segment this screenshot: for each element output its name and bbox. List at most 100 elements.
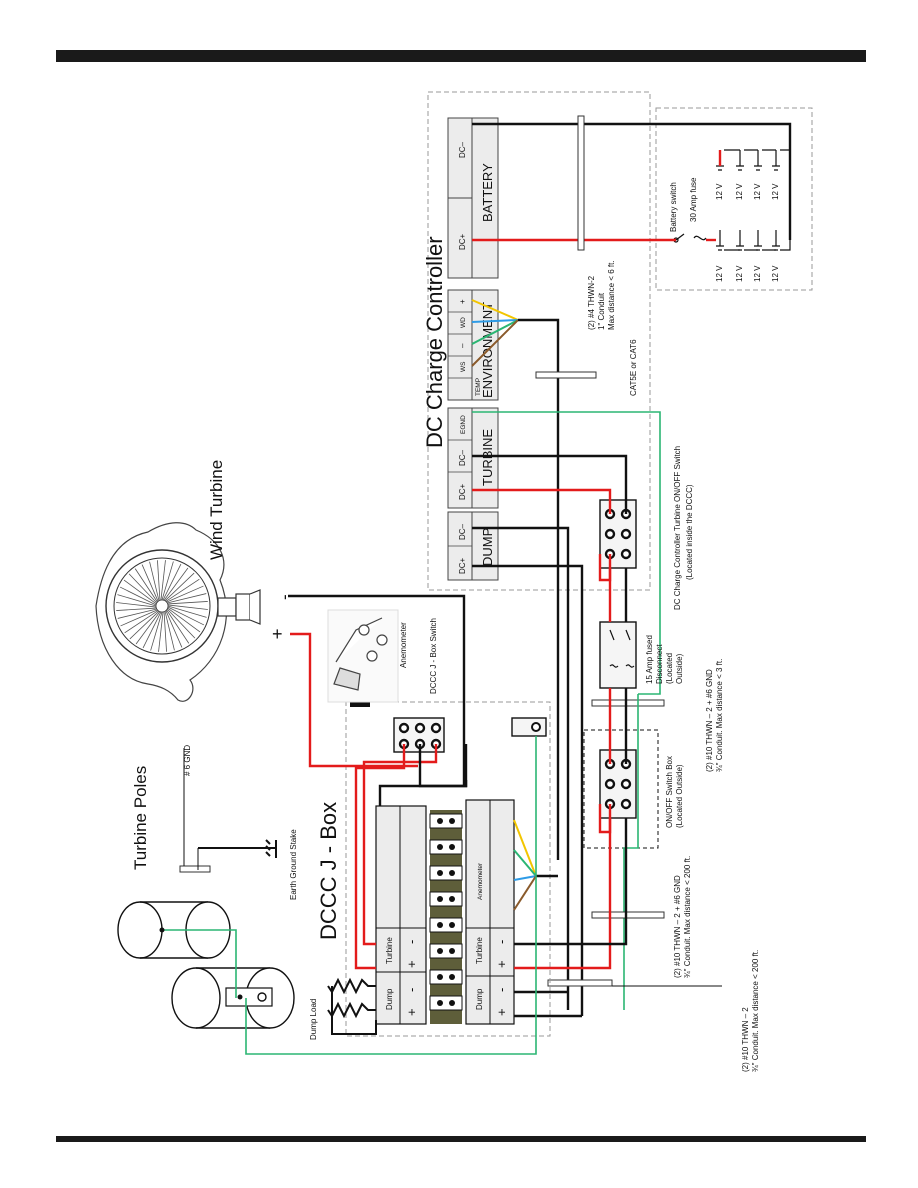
dump-dc-minus: DC– [458,523,467,540]
turbine-blade [163,611,167,652]
jbox-terminal-strip [429,810,463,1024]
turbine-blade [149,561,160,601]
pole-ground-lug [225,987,273,1007]
pole-green-wire [162,929,537,1055]
fused-disconnect-switches [609,629,635,668]
turbine-blade [165,578,200,602]
turbine-neg-feed [288,594,466,786]
turbine-blade [142,611,162,649]
wire-b-line1: (2) #10 THWN – 2 + #6 GND [673,875,682,978]
env-term-wd: WD [460,317,467,328]
turbine-blade [166,609,190,644]
battery-label: BATTERY [480,163,495,222]
earth-ground-stake-label: Earth Ground Stake [289,829,298,900]
turbine-pole-lower [171,967,295,1029]
jbox-left-minus-2: - [404,988,419,992]
battery-switch-symbol [673,233,707,243]
wind-turbine-title: Wind Turbine [207,460,226,560]
header-bar [56,50,866,62]
fused-disconnect-line2: Disconnect [655,644,664,684]
cat5e-conduit [535,371,597,379]
turbine-blade [150,611,163,651]
jbox-left-dump: Dump [385,988,394,1010]
jbox-right-plus-2: + [494,1008,509,1016]
dump-load-resistor [327,977,377,1035]
turbine-pos-feed [290,632,418,768]
anemometer-panel [327,609,399,703]
turbine-poles-title: Turbine Poles [131,766,150,870]
jbox-red-wire [354,744,406,970]
cell-12v-4: 12 V [771,183,780,200]
turbine-blade [116,602,157,608]
onoff-switch-box-line1: ON/OFF Switch Box [665,756,674,828]
cat5e-label: CAT5E or CAT6 [629,339,638,396]
battery-neg-wire [472,122,792,240]
jbox-enclosure [345,701,551,1037]
jbox-right-anemometer: Anemometer [477,862,484,900]
env-term-temp: TEMP [475,378,482,396]
turbine-blade [134,568,158,603]
env-term-plus: + [458,299,467,304]
turbine-blade [157,560,161,601]
environment-sensor-wires [471,299,519,367]
thwn4-line2: 1" Conduit [597,292,606,330]
battery-conduit [577,115,585,251]
anemometer-graphic [333,617,388,691]
turbine-blade [166,585,204,603]
turbine-blade [117,594,157,607]
turbine-terminal-block [447,407,499,509]
turbine-blade [167,604,208,610]
jbox-switch-label: DCCC J - Box Switch [429,618,438,694]
gnd6-label: # 6 GND [183,745,192,776]
turbine-blade [167,607,201,633]
dccc-turbine-switch-line2: (Located inside the DCCC) [685,484,694,580]
long-conduit-b [591,911,665,919]
turbine-blade [124,610,159,634]
onoff-switch-box-enclosure [583,729,659,849]
turbine-label: TURBINE [480,429,495,486]
wire-a-line1: (2) #10 THWN – 2 [741,1007,750,1072]
amp-fuse-label: 30 Amp fuse [689,177,698,222]
cell-12v-3: 12 V [753,183,762,200]
turbine-pole-upper [117,901,231,959]
turbine-blade [120,609,158,627]
jbox-left-minus-1: - [404,940,419,944]
fused-disconnect-line4: Outside) [675,653,684,684]
turbine-dc-minus-wire [472,454,628,514]
turbine-blades [116,560,208,652]
controller-title: DC Charge Controller [422,236,447,448]
turbine-blade [167,601,208,605]
jbox-left-terminal [375,805,427,1025]
short-conduit [591,699,665,707]
environment-terminal-block [447,289,499,401]
fused-disconnect[interactable] [599,621,637,689]
turbine-blade [164,611,175,651]
cell-12v-1: 12 V [715,183,724,200]
turbine-blade [165,610,183,648]
jbox-right-plus-1: + [494,960,509,968]
turbine-blade [161,561,174,601]
turbine-nacelle [217,589,261,625]
turbine-dc-plus: DC+ [458,483,467,500]
jbox-entry-bushing [350,702,370,707]
cell-12v-7: 12 V [753,265,762,282]
dump-neg-wire [472,526,570,1010]
battery-dc-plus: DC+ [458,233,467,250]
jbox-right-minus-2: - [494,988,509,992]
cell-12v-6: 12 V [735,265,744,282]
egnd-wire [472,411,661,695]
battery-cells [716,149,791,251]
turbine-egnd: EGND [460,415,467,434]
cell-12v-2: 12 V [735,183,744,200]
polarity-minus: - [275,594,294,600]
dccc-turbine-switch-line1: DC Charge Controller Turbine ON/OFF Swit… [673,446,682,610]
env-term-ws: WS [460,361,467,372]
turbine-blade [116,607,157,611]
jbox-left-plus-2: + [404,1008,419,1016]
turbine-blade [117,608,157,619]
footer-bar [56,1136,866,1142]
turbine-blade [163,567,189,601]
dump-dc-plus: DC+ [458,557,467,574]
jbox-title: DCCC J - Box [316,802,341,940]
fused-disconnect-line3: (Located [665,653,674,684]
